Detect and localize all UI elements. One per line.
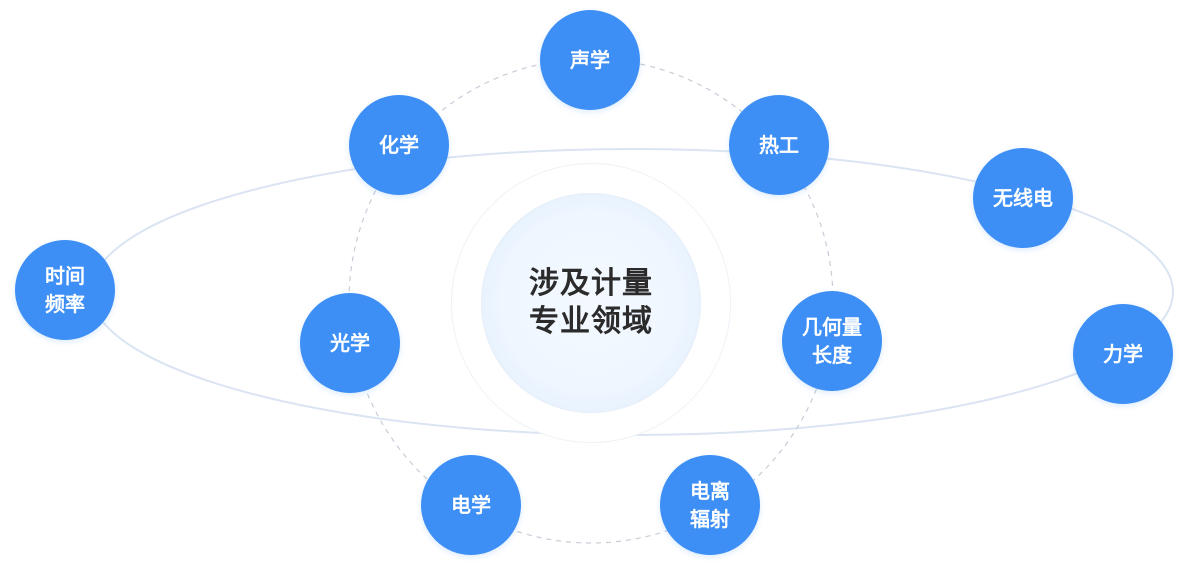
node-acoustics: 声学 [540,10,640,110]
node-radio-label: 无线电 [993,186,1053,210]
node-geometry-length-line-1: 几何量 [802,315,862,339]
center-title-line-1: 涉及计量 [529,266,653,301]
node-time-frequency-line-1: 时间 [45,264,85,288]
node-ionizing-radiation: 电离 辐射 [660,455,760,555]
center-title-line-2: 专业领域 [529,304,653,339]
node-electricity: 电学 [421,455,521,555]
node-optics-label: 光学 [330,331,370,355]
node-optics: 光学 [300,293,400,393]
node-time-frequency: 时间 频率 [15,240,115,340]
node-chemistry-label: 化学 [379,133,419,157]
node-ionizing-radiation-line-2: 辐射 [690,507,730,531]
node-mechanics: 力学 [1073,304,1173,404]
node-electricity-label: 电学 [451,493,491,517]
node-thermal-label: 热工 [759,133,799,157]
node-acoustics-label: 声学 [570,48,610,72]
node-ionizing-radiation-line-1: 电离 [690,479,730,503]
center-title: 涉及计量 专业领域 [481,193,701,413]
node-chemistry: 化学 [349,95,449,195]
node-mechanics-label: 力学 [1103,342,1143,366]
node-geometry-length-line-2: 长度 [812,343,852,367]
node-geometry-length: 几何量 长度 [782,291,882,391]
node-thermal: 热工 [729,95,829,195]
node-time-frequency-line-2: 频率 [45,292,85,316]
node-radio: 无线电 [973,148,1073,248]
